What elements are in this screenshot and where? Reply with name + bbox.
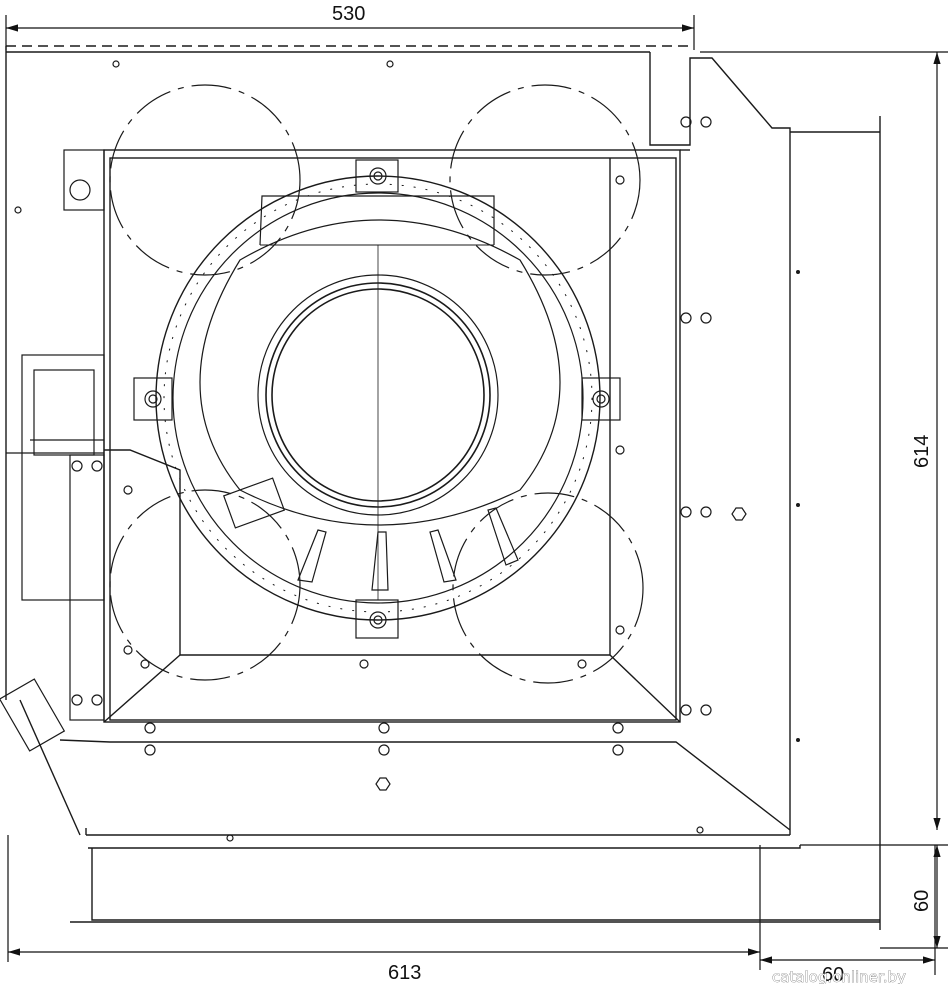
bolts bbox=[14, 60, 747, 842]
dimension-bottom-label: 613 bbox=[388, 962, 421, 984]
dimension-top-label: 530 bbox=[332, 3, 365, 25]
left-hardware bbox=[0, 149, 105, 752]
dimension-top bbox=[5, 15, 695, 50]
dimension-right-offset-label: 60 bbox=[911, 890, 933, 912]
dimension-right bbox=[700, 51, 948, 949]
dimension-bottom-offset-label: 60 bbox=[822, 964, 844, 984]
machine-outline bbox=[5, 45, 881, 930]
watermark: catalog.onliner.by bbox=[772, 968, 906, 984]
dashed-circles bbox=[109, 84, 644, 684]
right-rail-dots bbox=[796, 270, 800, 742]
drum-assembly bbox=[133, 159, 621, 639]
dimension-right-label: 614 bbox=[911, 435, 933, 468]
dimension-bottom bbox=[7, 835, 936, 975]
